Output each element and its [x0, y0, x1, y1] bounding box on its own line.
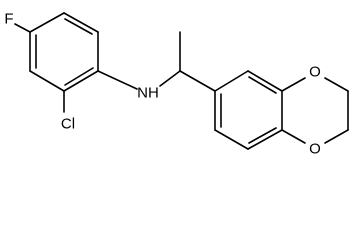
- oxygen-bottom-label: O: [309, 141, 321, 158]
- bond-nitrogen-to-ch: [159, 70, 181, 87]
- bond: [247, 129, 283, 150]
- double-bond-inner: [248, 76, 277, 94]
- bond: [214, 70, 249, 92]
- dioxane-ring: [281, 77, 349, 144]
- double-bond-inner: [64, 18, 93, 35]
- benzodioxane-aromatic-ring: [214, 70, 283, 150]
- bond-ch-to-ring: [179, 70, 216, 92]
- bond: [63, 12, 99, 33]
- molecule-diagram: F Cl NH O O: [4, 11, 349, 158]
- chlorine-label: Cl: [61, 116, 75, 133]
- bond: [29, 12, 65, 33]
- fluorochlorophenyl-ring: [29, 12, 99, 92]
- structure-drawing: F Cl NH O O: [4, 11, 349, 158]
- bond: [63, 70, 99, 92]
- fluorine-label: F: [4, 11, 13, 28]
- bond: [214, 129, 249, 150]
- bond: [247, 70, 283, 92]
- bond: [324, 129, 349, 144]
- double-bond-inner: [64, 67, 94, 86]
- bond: [281, 129, 306, 144]
- double-bond-inner: [248, 127, 277, 144]
- bond: [281, 77, 306, 92]
- bond-to-nitrogen: [97, 70, 138, 90]
- oxygen-top-label: O: [309, 64, 321, 81]
- bond: [324, 77, 349, 92]
- bond-to-fluorine: [14, 23, 31, 33]
- bond: [29, 70, 65, 92]
- nitrogen-label: NH: [137, 85, 159, 102]
